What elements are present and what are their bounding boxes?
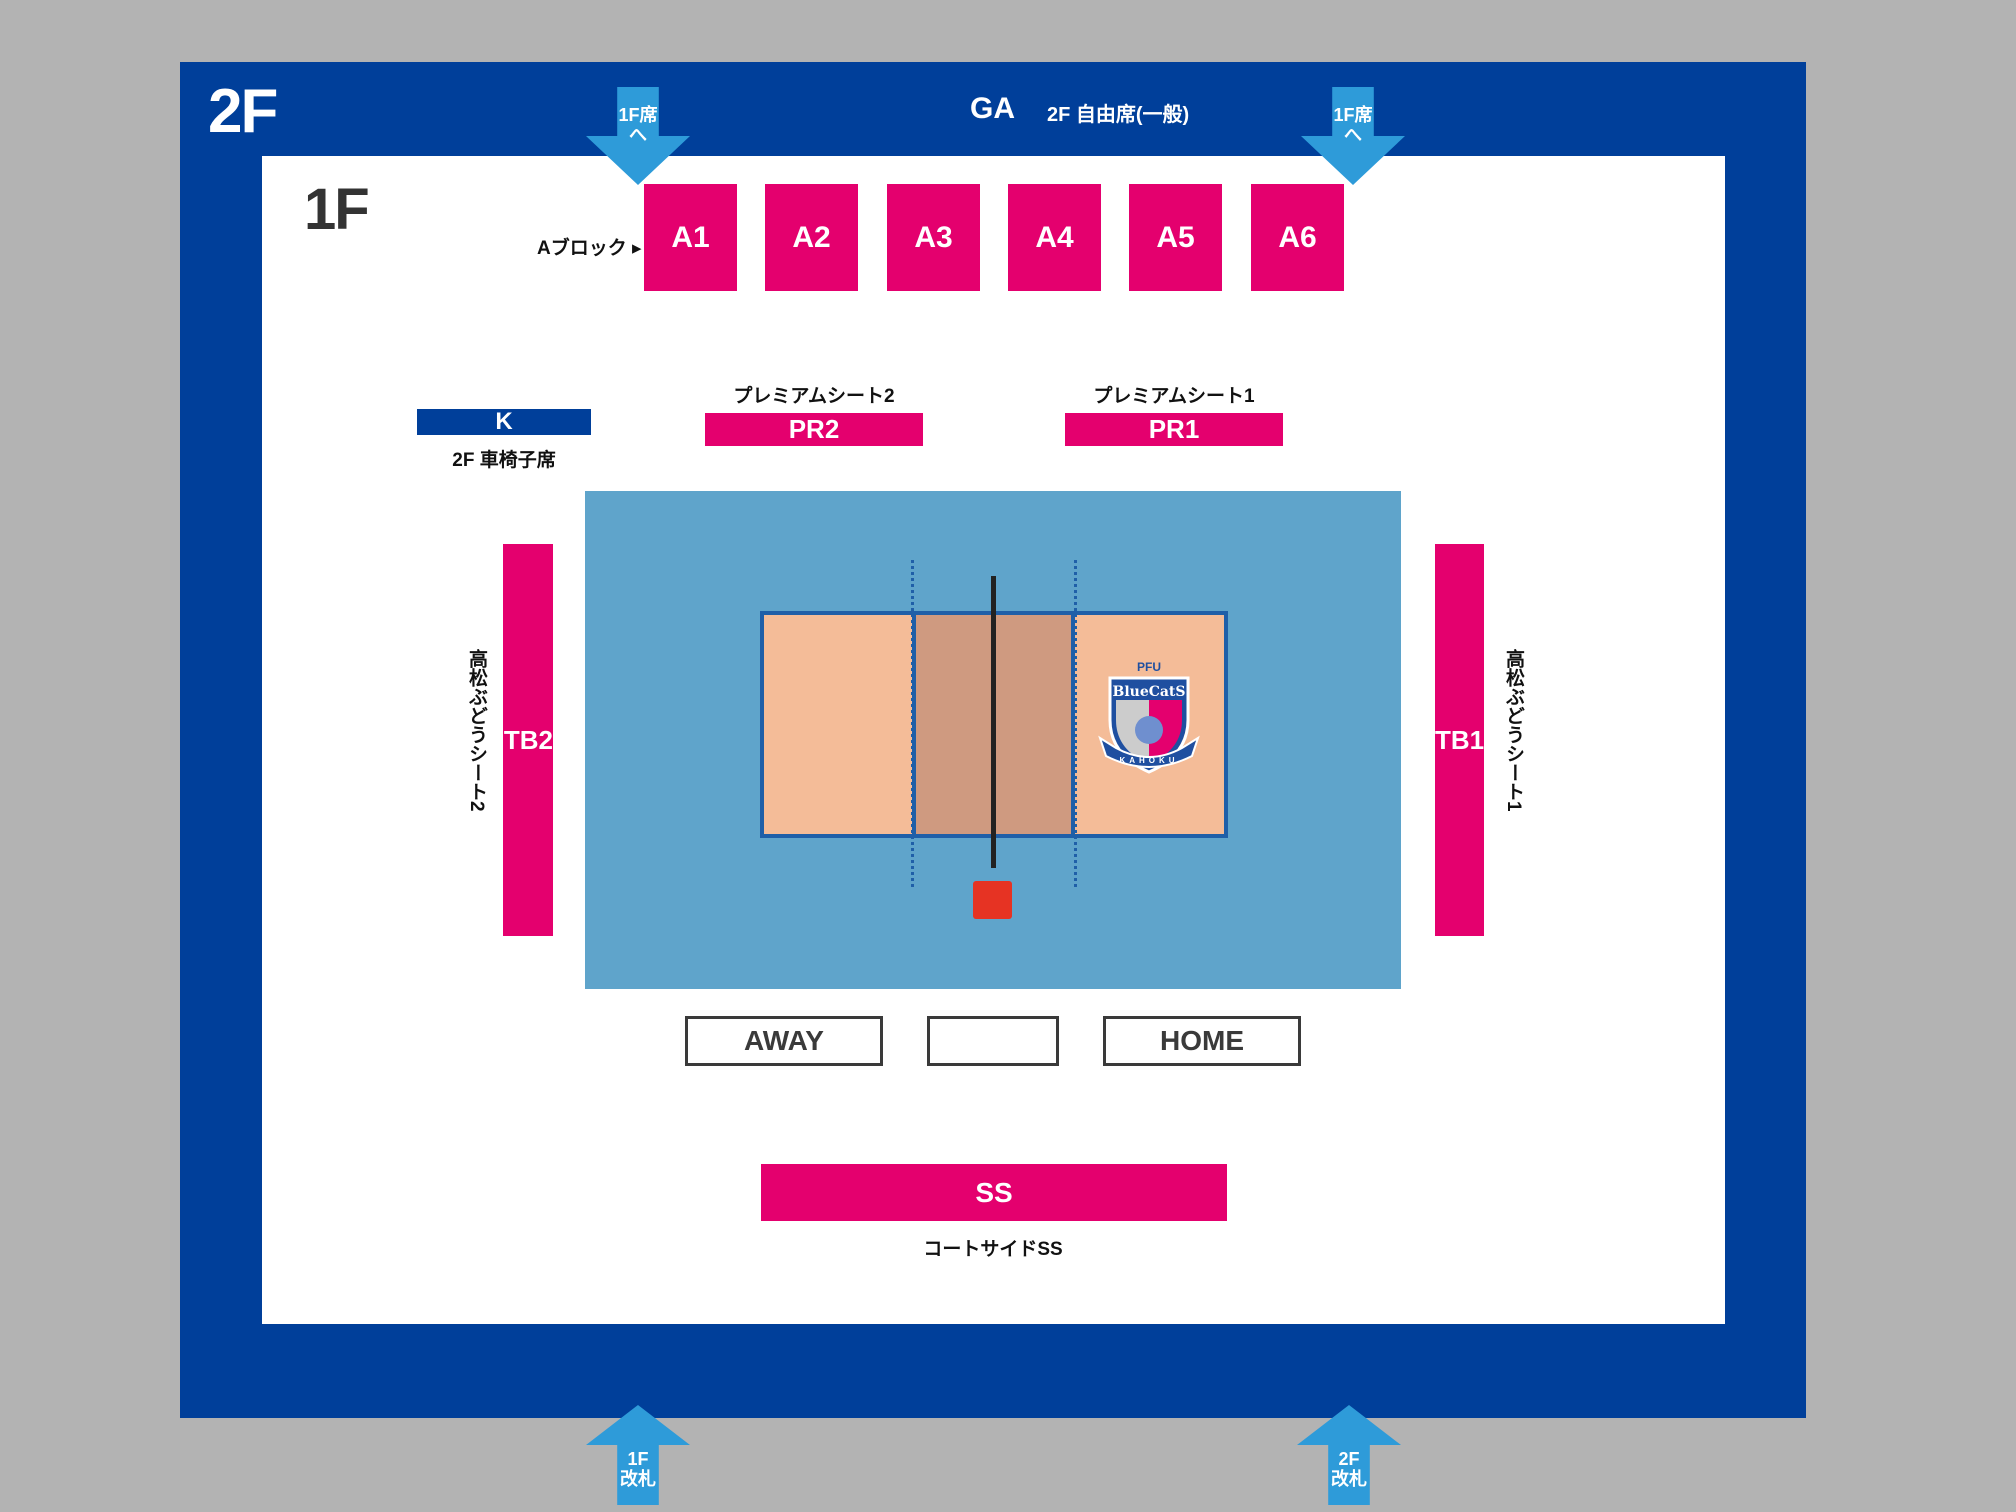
referee-stand [973, 881, 1012, 919]
a-block-label: Aブロック ▸ [537, 238, 642, 259]
block-ss[interactable]: SS [761, 1164, 1227, 1221]
logo-bottom-text: KAHOKU [1119, 756, 1179, 765]
block-pr2[interactable]: PR2 [705, 413, 923, 446]
pr1-label: プレミアムシート1 [1093, 386, 1255, 407]
block-a4[interactable]: A4 [1008, 184, 1101, 291]
bench-home[interactable]: HOME [1103, 1016, 1301, 1066]
k-label: 2F 車椅子席 [452, 450, 556, 471]
block-a6[interactable]: A6 [1251, 184, 1344, 291]
attack-line-right [1074, 560, 1077, 887]
block-pr1[interactable]: PR1 [1065, 413, 1283, 446]
team-logo: PFU BlueCatS KAHOKU [1096, 660, 1202, 780]
block-a1[interactable]: A1 [644, 184, 737, 291]
block-k[interactable]: K [417, 408, 591, 435]
logo-top-text: PFU [1137, 660, 1161, 674]
bench-middle[interactable] [927, 1016, 1059, 1066]
tb2-label: 高松ぶどうシート2 [466, 649, 487, 812]
pr2-label: プレミアムシート2 [733, 386, 895, 407]
ss-label: コートサイドSS [923, 1239, 1063, 1260]
floor-label-1f: 1F [304, 177, 370, 242]
ga-label: 2F 自由席(一般) [1047, 104, 1190, 126]
tb1-label: 高松ぶどうシート1 [1503, 649, 1524, 812]
ga-code: GA [970, 92, 1015, 125]
court-left-half [760, 611, 912, 838]
block-tb1[interactable]: TB1 [1435, 544, 1484, 936]
block-a5[interactable]: A5 [1129, 184, 1222, 291]
attack-line-left [911, 560, 914, 887]
logo-name-text: BlueCatS [1112, 684, 1186, 700]
floor-label-2f: 2F [208, 77, 278, 146]
bench-away[interactable]: AWAY [685, 1016, 883, 1066]
block-tb2[interactable]: TB2 [503, 544, 553, 936]
block-a3[interactable]: A3 [887, 184, 980, 291]
block-a2[interactable]: A2 [765, 184, 858, 291]
net [991, 576, 996, 868]
